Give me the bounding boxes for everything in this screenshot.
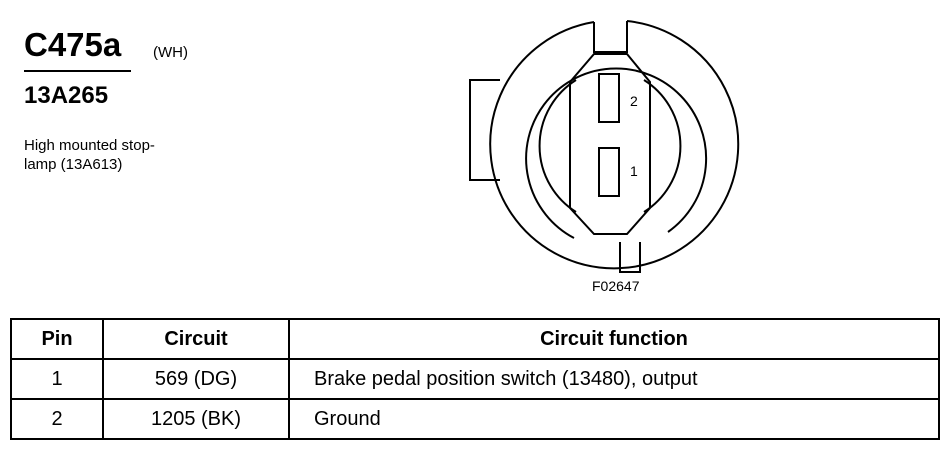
description-line: lamp (13A613) (24, 156, 123, 173)
connector-face-diagram: 2 1 (469, 20, 740, 273)
top-key-slot (593, 21, 628, 53)
table-row: 1 569 (DG) Brake pedal position switch (… (10, 358, 940, 400)
terminal-body (569, 53, 651, 235)
column-header-pin: Pin (10, 318, 104, 360)
cell-circuit: 569 (DG) (102, 358, 290, 400)
cell-function: Ground (288, 398, 940, 440)
connector-description: High mounted stop- lamp (13A613) (24, 136, 204, 174)
inner-ring (525, 67, 708, 239)
table-row: 2 1205 (BK) Ground (10, 398, 940, 440)
cell-pin: 1 (10, 358, 104, 400)
header-divider (24, 70, 131, 72)
connector-id: C475a (24, 26, 122, 63)
housing-outer-ring (489, 20, 740, 270)
pin-label-1: 1 (630, 163, 638, 179)
bottom-key (619, 242, 641, 273)
column-header-circuit: Circuit (102, 318, 290, 360)
part-number: 13A265 (24, 82, 109, 109)
description-line: High mounted stop- (24, 137, 155, 154)
pin-label-2: 2 (630, 93, 638, 109)
inner-groove-left (538, 79, 577, 213)
cell-circuit: 1205 (BK) (102, 398, 290, 440)
cell-pin: 2 (10, 398, 104, 440)
connector-color: (WH) (153, 44, 188, 61)
pinout-table: Pin Circuit Circuit function 1 569 (DG) … (10, 318, 940, 440)
left-latch-tab (469, 79, 500, 181)
inner-groove-right (643, 79, 682, 213)
column-header-function: Circuit function (288, 318, 940, 360)
pin-cavity-1 (598, 147, 620, 197)
figure-id: F02647 (592, 278, 640, 294)
table-header-row: Pin Circuit Circuit function (10, 318, 940, 360)
pin-cavity-2 (598, 73, 620, 123)
cell-function: Brake pedal position switch (13480), out… (288, 358, 940, 400)
